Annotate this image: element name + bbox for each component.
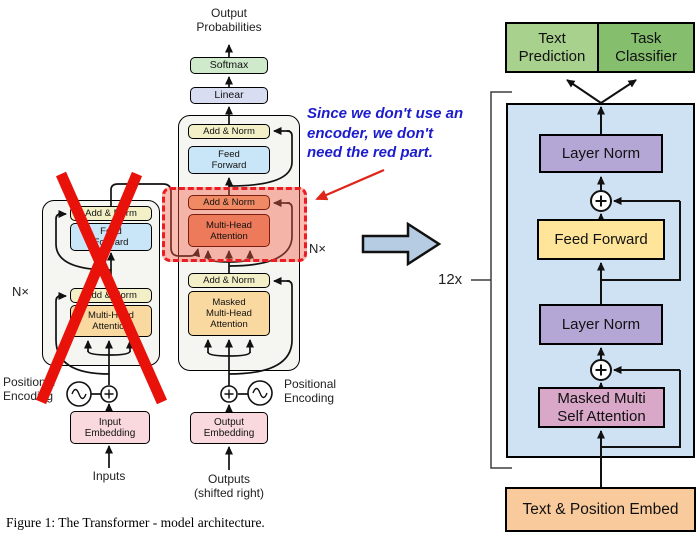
add-icon-middle	[220, 385, 238, 403]
gpt-layer-norm-top: Layer Norm	[539, 134, 663, 173]
positional-encoding-icon-left	[66, 381, 92, 407]
encoder-repeat-label: N×	[12, 284, 29, 299]
inputs-label: Inputs	[92, 469, 126, 483]
encoder-add-norm-2: Add & Norm	[70, 206, 152, 221]
outputs-label: Outputs(shifted right)	[193, 472, 265, 500]
repeat-bracket	[471, 91, 512, 469]
encoder-add-norm-1: Add & Norm	[70, 288, 152, 303]
positional-encoding-icon-right	[247, 380, 273, 406]
add-icon-left	[100, 385, 118, 403]
decoder-connectors	[204, 44, 293, 470]
decoder-add-norm-1: Add & Norm	[188, 273, 270, 288]
softmax-box: Softmax	[190, 57, 268, 74]
linear-box: Linear	[190, 87, 268, 104]
gpt-layer-norm-bottom: Layer Norm	[539, 304, 663, 345]
residual-add-icon-bottom	[590, 359, 612, 381]
decoder-add-norm-2-red: Add & Norm	[188, 195, 270, 210]
decoder-add-norm-3: Add & Norm	[188, 124, 270, 139]
residual-add-icon-top	[590, 190, 612, 212]
transform-arrow-icon	[361, 221, 442, 267]
gpt-connectors	[566, 79, 681, 487]
gpt-feed-forward: Feed Forward	[537, 219, 665, 260]
figure-caption: Figure 1: The Transformer - model archit…	[6, 515, 265, 530]
gpt-repeat-label: 12x	[438, 271, 463, 288]
text-position-embed-box: Text & Position Embed	[505, 487, 696, 532]
decoder-repeat-label: N×	[309, 241, 326, 256]
